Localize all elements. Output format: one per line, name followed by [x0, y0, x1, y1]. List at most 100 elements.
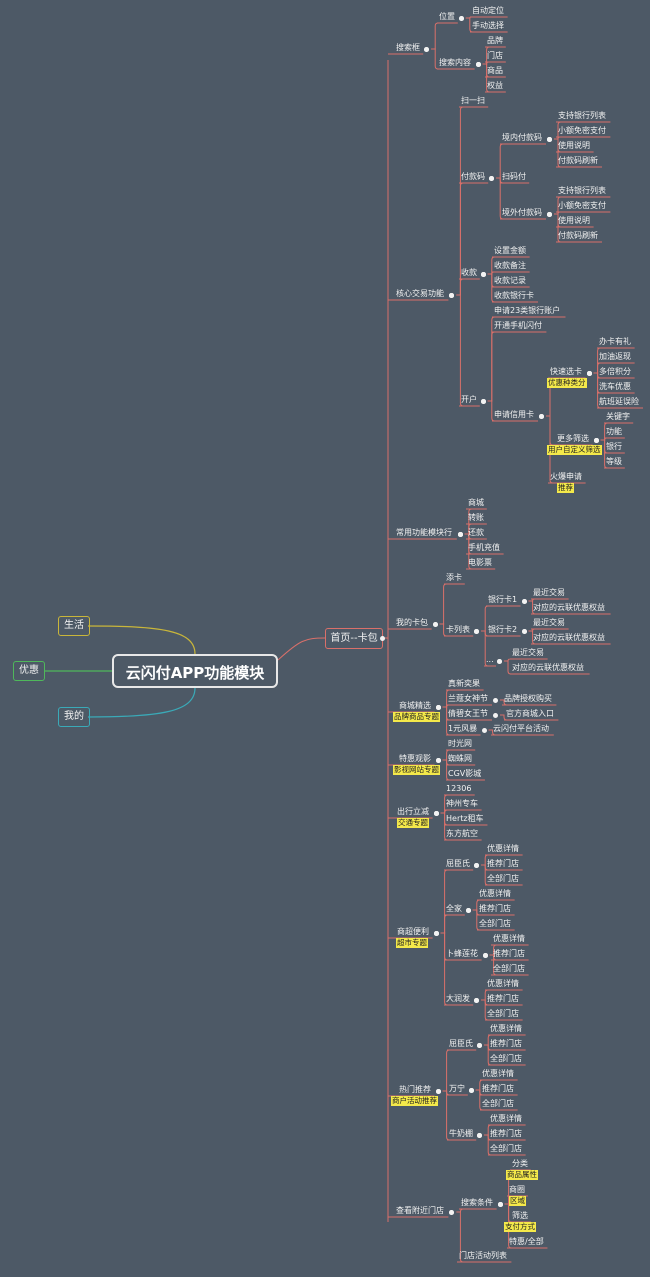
branch-dot[interactable] — [586, 370, 592, 376]
branch-dot[interactable] — [380, 635, 385, 641]
node-csbl[interactable]: 商超便利 — [397, 927, 429, 936]
node-dots[interactable]: ... — [486, 655, 494, 664]
node-klb[interactable]: 卡列表 — [446, 625, 470, 634]
branch-dot[interactable] — [475, 61, 481, 67]
node-tjmd3[interactable]: 推荐门店 — [493, 949, 525, 958]
node-scjx[interactable]: 商城精选 — [399, 701, 431, 710]
node-qbnwj[interactable]: 倩碧女王节 — [448, 709, 488, 718]
node-tjmd6[interactable]: 推荐门店 — [482, 1084, 514, 1093]
node-md[interactable]: 门店 — [487, 51, 503, 60]
node-sjcz[interactable]: 手机充值 — [468, 543, 500, 552]
node-qbmd7[interactable]: 全部门店 — [490, 1144, 522, 1153]
node-sqxyk[interactable]: 申请信用卡 — [494, 410, 534, 419]
node-thqb[interactable]: 特惠/全部 — [509, 1237, 544, 1246]
node-cxlj[interactable]: 出行立减 — [397, 807, 429, 816]
node-sstj[interactable]: 搜索条件 — [461, 1198, 493, 1207]
node-tjmd2[interactable]: 推荐门店 — [479, 904, 511, 913]
node-yhxq4[interactable]: 优惠详情 — [487, 979, 519, 988]
node-skyhk[interactable]: 收款银行卡 — [494, 291, 534, 300]
node-sk[interactable]: 收款 — [461, 268, 477, 277]
node-zz[interactable]: 转账 — [468, 513, 484, 522]
node-ssnr[interactable]: 搜索内容 — [439, 58, 471, 67]
node-yhxq1[interactable]: 优惠详情 — [487, 844, 519, 853]
node-xcyh[interactable]: 洗车优惠 — [599, 382, 631, 391]
node-qy[interactable]: 权益 — [487, 81, 503, 90]
node-qbmd4[interactable]: 全部门店 — [487, 1009, 519, 1018]
branch-dot[interactable] — [480, 398, 486, 404]
node-hertz[interactable]: Hertz租车 — [446, 814, 484, 823]
node-yyfb[interactable]: 1元风暴 — [448, 724, 478, 733]
branch-dot[interactable] — [458, 15, 464, 21]
branch-dot[interactable] — [497, 1201, 503, 1207]
node-yhxq5[interactable]: 优惠详情 — [490, 1024, 522, 1033]
node-yhxq3[interactable]: 优惠详情 — [493, 934, 525, 943]
branch-dot[interactable] — [593, 437, 599, 443]
node-wn[interactable]: 万宁 — [449, 1084, 465, 1093]
branch-dot[interactable] — [432, 621, 438, 627]
node-sdxz[interactable]: 手动选择 — [472, 21, 504, 30]
node-discount[interactable]: 优惠 — [13, 661, 45, 681]
branch-dot[interactable] — [477, 1132, 483, 1138]
branch-dot[interactable] — [521, 598, 527, 604]
node-qbmd6[interactable]: 全部门店 — [482, 1099, 514, 1108]
node-mine[interactable]: 我的 — [58, 707, 90, 727]
node-fkm[interactable]: 付款码 — [461, 172, 485, 181]
branch-dot[interactable] — [435, 1088, 441, 1094]
node-hk[interactable]: 还款 — [468, 528, 484, 537]
node-qbmd3[interactable]: 全部门店 — [493, 964, 525, 973]
branch-dot[interactable] — [546, 211, 552, 217]
node-wz[interactable]: 位置 — [439, 12, 455, 21]
node-jnfkm[interactable]: 境内付款码 — [502, 133, 542, 142]
node-xemm1[interactable]: 小额免密支付 — [558, 126, 606, 135]
node-dyp[interactable]: 电影票 — [468, 558, 492, 567]
branch-dot[interactable] — [546, 136, 552, 142]
node-yhk1[interactable]: 银行卡1 — [488, 595, 518, 604]
node-nnp[interactable]: 牛奶棚 — [449, 1129, 473, 1138]
node-sx[interactable]: 筛选 — [512, 1211, 528, 1220]
node-sq23[interactable]: 申请23类银行账户 — [494, 306, 561, 315]
node-hxjy[interactable]: 核心交易功能 — [396, 289, 444, 298]
node-skjl[interactable]: 收款记录 — [494, 276, 526, 285]
node-cygn[interactable]: 常用功能模块行 — [396, 528, 452, 537]
node-fl[interactable]: 分类 — [512, 1159, 528, 1168]
node-yhqy2[interactable]: 对应的云联优惠权益 — [533, 633, 605, 642]
node-dfhk[interactable]: 东方航空 — [446, 829, 478, 838]
node-qj[interactable]: 全家 — [446, 904, 462, 913]
node-bflh[interactable]: 卜蜂莲花 — [446, 949, 478, 958]
node-yhxq2[interactable]: 优惠详情 — [479, 889, 511, 898]
node-pp[interactable]: 品牌 — [487, 36, 503, 45]
node-xemm2[interactable]: 小额免密支付 — [558, 201, 606, 210]
node-ppsqgm[interactable]: 品牌授权购买 — [504, 694, 552, 703]
branch-dot[interactable] — [424, 46, 430, 52]
branch-dot[interactable] — [474, 862, 480, 868]
node-wdkb[interactable]: 我的卡包 — [396, 618, 428, 627]
branch-dot[interactable] — [468, 1087, 474, 1093]
node-qcs[interactable]: 屈臣氏 — [446, 859, 470, 868]
node-dbjf[interactable]: 多倍积分 — [599, 367, 631, 376]
node-fkmsx2[interactable]: 付款码刷新 — [558, 231, 598, 240]
branch-dot[interactable] — [465, 907, 471, 913]
node-sp[interactable]: 商品 — [487, 66, 503, 75]
node-jyfx[interactable]: 加油返现 — [599, 352, 631, 361]
node-fkmsx1[interactable]: 付款码刷新 — [558, 156, 598, 165]
node-yhxq7[interactable]: 优惠详情 — [490, 1114, 522, 1123]
node-dj[interactable]: 等级 — [606, 457, 622, 466]
node-bkyl[interactable]: 办卡有礼 — [599, 337, 631, 346]
branch-dot[interactable] — [449, 1209, 455, 1215]
branch-dot[interactable] — [435, 704, 441, 710]
node-qbmd5[interactable]: 全部门店 — [490, 1054, 522, 1063]
branch-dot[interactable] — [433, 810, 439, 816]
node-qbmd2[interactable]: 全部门店 — [479, 919, 511, 928]
node-gn[interactable]: 功能 — [606, 427, 622, 436]
node-yhk2[interactable]: 银行卡2 — [488, 625, 518, 634]
node-lknsj[interactable]: 兰蔻女神节 — [448, 694, 488, 703]
branch-dot[interactable] — [477, 1042, 483, 1048]
node-ksxk[interactable]: 快速选卡 — [550, 367, 582, 376]
node-sc[interactable]: 商城 — [468, 498, 484, 507]
branch-dot[interactable] — [480, 271, 486, 277]
root-node[interactable]: 云闪付APP功能模块 — [112, 654, 278, 688]
node-tjmd5[interactable]: 推荐门店 — [490, 1039, 522, 1048]
node-sys[interactable]: 扫一扫 — [461, 96, 485, 105]
node-kh[interactable]: 开户 — [461, 395, 477, 404]
node-ktsj[interactable]: 开通手机闪付 — [494, 321, 542, 330]
